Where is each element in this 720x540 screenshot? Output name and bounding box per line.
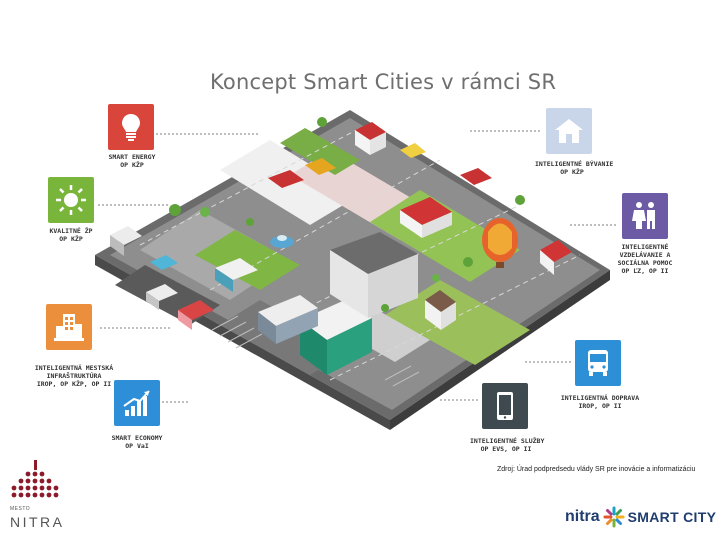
slide-title: Koncept Smart Cities v rámci SR [210, 70, 557, 94]
bulb-icon [122, 114, 140, 141]
nitra-logo-text: NITRA [10, 514, 65, 530]
connector-lines [98, 130, 618, 403]
inteligentne-byvanie-tile [546, 108, 592, 154]
star-burst-icon [603, 506, 625, 528]
inteligentna-doprava-tile [575, 340, 621, 386]
building-icon [54, 314, 84, 341]
smart-economy-tile [114, 380, 160, 426]
nitra-dots-logo [11, 460, 59, 498]
vzdelavanie-tile [622, 193, 668, 239]
buildings [110, 117, 572, 387]
house-icon [555, 119, 583, 143]
source-note: Zdroj: Úrad podpredsedu vlády SR pre ino… [497, 466, 696, 473]
smart-city-brand: nitra SMART CITY [565, 506, 716, 528]
people-icon [632, 202, 655, 229]
smart-energy-tile [108, 104, 154, 150]
tablet-icon [497, 392, 513, 420]
mestska-infrastruktura-tile [46, 304, 92, 350]
inteligentne-sluzby-tile [482, 383, 528, 429]
kvalitne-zp-tile [48, 177, 94, 223]
sun-icon [56, 185, 86, 215]
growth-chart-icon [123, 390, 150, 416]
brand-part1: nitra [565, 508, 600, 525]
bus-icon [588, 350, 608, 376]
brand-part2: SMART CITY [627, 509, 717, 525]
nitra-logo-small: MESTO [10, 506, 31, 512]
